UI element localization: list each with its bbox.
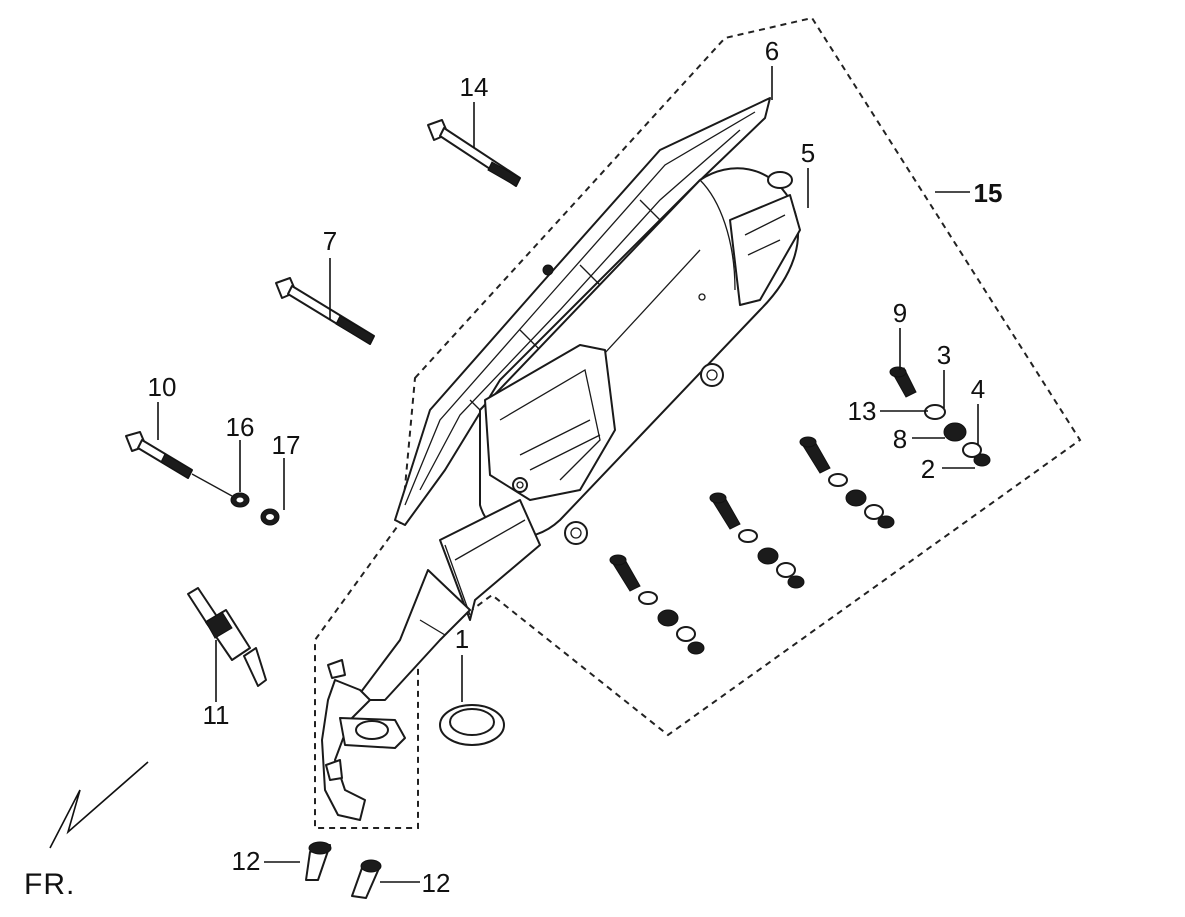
callout-8: 8	[893, 424, 907, 454]
callout-4: 4	[971, 374, 985, 404]
bolt-7	[275, 277, 375, 345]
bolt-12-right	[351, 859, 382, 899]
callout-14: 14	[460, 72, 489, 102]
bolt-14	[427, 119, 521, 187]
mount-hardware-set-3	[709, 492, 805, 589]
callout-11: 11	[203, 700, 230, 730]
callout-13: 13	[848, 396, 877, 426]
callout-6: 6	[765, 36, 779, 66]
front-label: FR.	[24, 868, 75, 901]
callout-5: 5	[801, 138, 815, 168]
nut-16	[230, 492, 250, 508]
mount-hardware-set-top	[889, 366, 991, 467]
callout-12-left: 12	[232, 846, 261, 876]
washer-17	[260, 508, 280, 526]
callout-3: 3	[937, 340, 951, 370]
exhaust-pipe	[321, 499, 541, 821]
callout-12-right: 12	[422, 868, 451, 898]
bolt-12-left	[305, 841, 332, 881]
callout-1: 1	[455, 624, 469, 654]
callout-2: 2	[921, 454, 935, 484]
callout-9: 9	[893, 298, 907, 328]
callout-17: 17	[272, 430, 301, 460]
mount-hardware-set-2	[799, 436, 895, 529]
callout-15: 15	[974, 178, 1003, 208]
bolt-10	[125, 431, 233, 497]
catalyst-housing	[484, 344, 616, 501]
mount-hardware-set-4	[609, 554, 705, 655]
front-direction-arrow	[49, 761, 149, 849]
gasket	[439, 704, 505, 746]
callout-16: 16	[226, 412, 255, 442]
callout-7: 7	[323, 226, 337, 256]
oxygen-sensor	[187, 587, 267, 687]
callout-10: 10	[148, 372, 177, 402]
leader-lines	[157, 66, 979, 883]
